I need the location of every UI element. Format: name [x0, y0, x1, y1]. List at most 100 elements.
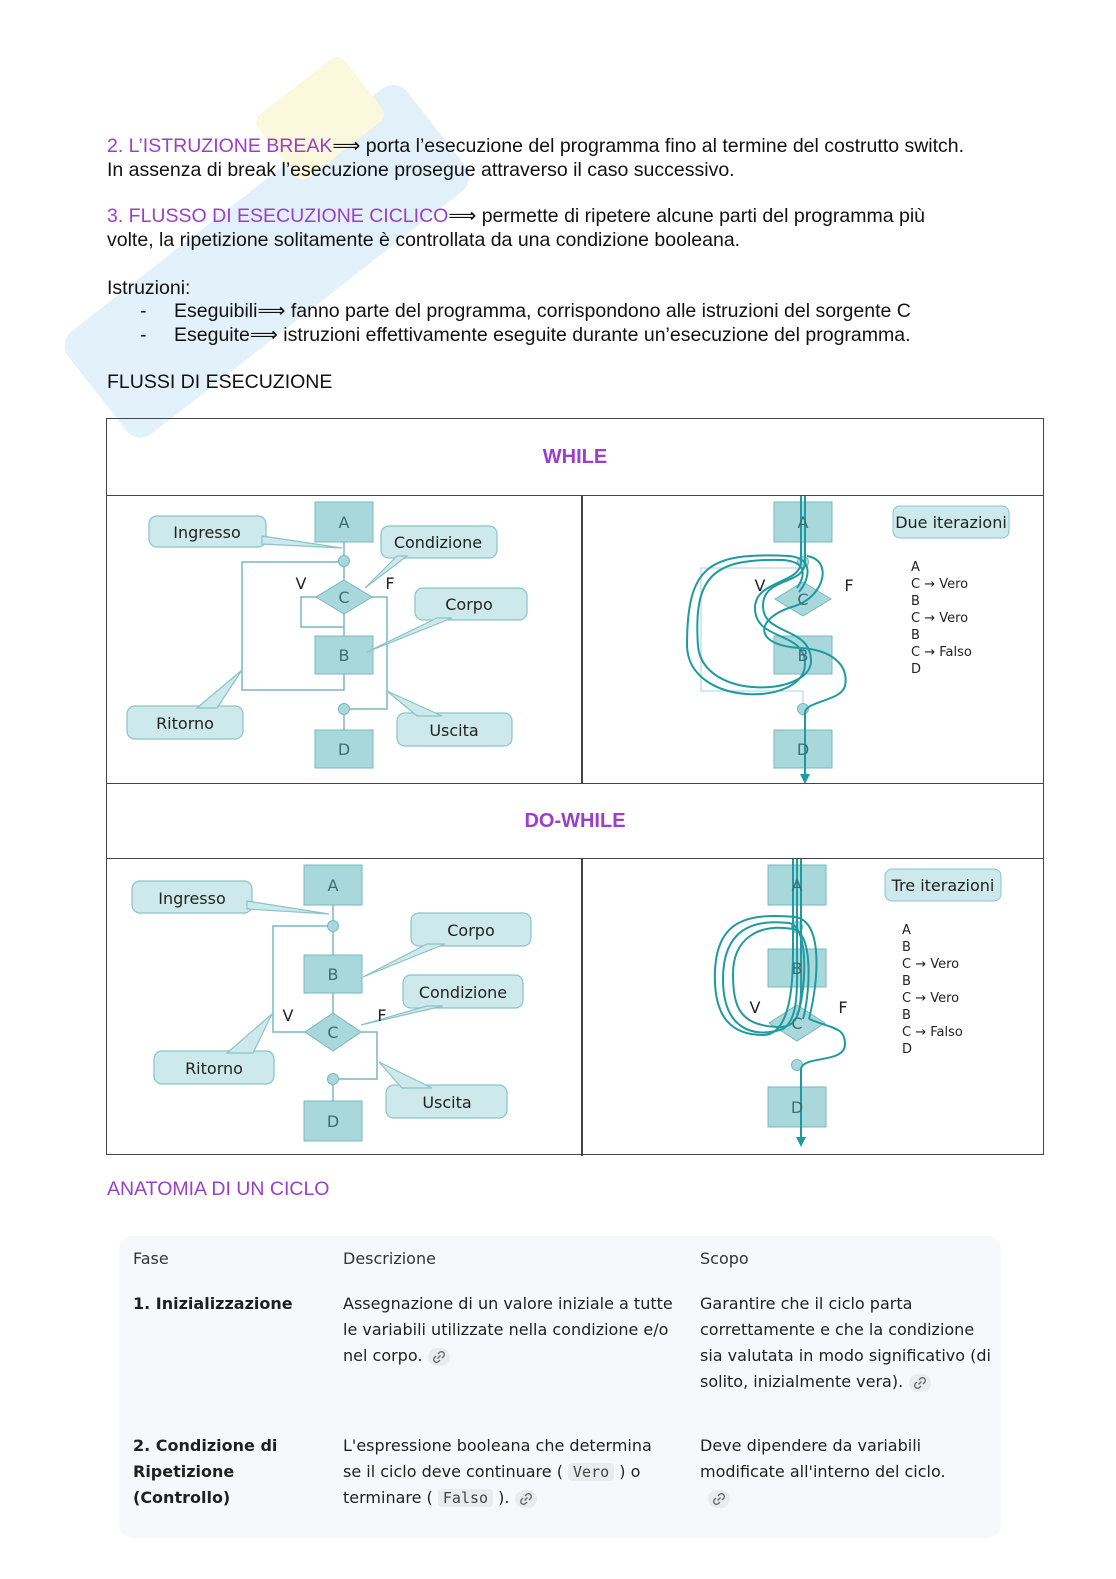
- node-b: B: [339, 646, 350, 665]
- label-v: V: [296, 574, 307, 593]
- label-uscita: Uscita: [429, 721, 478, 740]
- link-icon[interactable]: [428, 1347, 451, 1366]
- text-line: Garantire che il ciclo parta: [700, 1294, 913, 1313]
- trace-step: B: [902, 940, 911, 955]
- text-line: le variabili utilizzate nella condizione…: [343, 1320, 669, 1339]
- text-fragment: ).: [498, 1488, 510, 1507]
- while-trace-diagram: A C B D V F Due iterazioni A C → Vero B …: [583, 496, 1045, 783]
- label-ingresso: Ingresso: [158, 889, 226, 908]
- list-dash: -: [140, 300, 147, 322]
- label-ritorno: Ritorno: [185, 1059, 243, 1078]
- row1-fase: 1. Inizializzazione: [133, 1294, 293, 1313]
- dowhile-header: DO-WHILE: [524, 809, 626, 832]
- while-header: WHILE: [542, 445, 608, 468]
- node-c: C: [797, 590, 808, 609]
- text-fragment: se il ciclo deve continuare (: [343, 1462, 563, 1481]
- while-header-row: WHILE: [107, 419, 1043, 496]
- text-line: Deve dipendere da variabili: [700, 1436, 922, 1455]
- row1-descrizione: Assegnazione di un valore iniziale a tut…: [343, 1291, 673, 1369]
- label-v: V: [283, 1006, 294, 1025]
- trace-step: A: [911, 560, 920, 575]
- text-line: (Controllo): [133, 1488, 231, 1507]
- node-c: C: [327, 1023, 338, 1042]
- link-icon[interactable]: [909, 1373, 932, 1392]
- label-f: F: [385, 574, 394, 593]
- code-falso: Falso: [437, 1489, 494, 1507]
- text-line: solito, inizialmente vera).: [700, 1372, 904, 1391]
- node-d: D: [797, 740, 809, 759]
- label-f: F: [377, 1006, 386, 1025]
- text-fragment: terminare (: [343, 1488, 433, 1507]
- break-text: ⟹ porta l’esecuzione del programma fino …: [332, 135, 965, 157]
- iteration-badge: Tre iterazioni: [891, 876, 995, 895]
- dowhile-trace-diagram: A B C D V F Tre iterazioni A B C → Vero …: [583, 859, 1045, 1156]
- trace-step: C → Falso: [911, 645, 972, 660]
- text-line: Ripetizione: [133, 1462, 235, 1481]
- flow-table: WHILE DO-WHILE: [106, 418, 1045, 1156]
- node-a: A: [798, 513, 809, 532]
- node-b: B: [328, 965, 339, 984]
- trace-step: B: [911, 594, 920, 609]
- column-divider: [581, 496, 583, 783]
- anatomia-table: Fase Descrizione Scopo 1. Inizializzazio…: [119, 1236, 1001, 1538]
- column-divider: [581, 859, 583, 1156]
- node-b: B: [798, 646, 809, 665]
- dowhile-header-row: DO-WHILE: [107, 783, 1043, 859]
- header-descrizione: Descrizione: [343, 1249, 436, 1268]
- istruzioni-label: Istruzioni:: [107, 277, 191, 299]
- label-ingresso: Ingresso: [173, 523, 241, 542]
- trace-step: D: [902, 1042, 912, 1057]
- label-f: F: [844, 576, 853, 595]
- trace-step: C → Vero: [911, 577, 968, 592]
- node-c: C: [791, 1014, 802, 1033]
- node-a: A: [328, 876, 339, 895]
- text-line: 2. Condizione di: [133, 1436, 278, 1455]
- trace-step: B: [902, 974, 911, 989]
- flussi-heading: FLUSSI DI ESECUZIONE: [107, 371, 333, 393]
- break-paragraph: 2. L’ISTRUZIONE BREAK⟹ porta l’esecuzion…: [107, 134, 964, 182]
- trace-step: B: [902, 1008, 911, 1023]
- row2-descrizione: L'espressione booleana che determina se …: [343, 1433, 652, 1511]
- label-condizione: Condizione: [419, 983, 507, 1002]
- label-condizione: Condizione: [394, 533, 482, 552]
- link-icon[interactable]: [515, 1489, 538, 1508]
- node-c: C: [338, 588, 349, 607]
- label-v: V: [750, 998, 761, 1017]
- row2-scopo: Deve dipendere da variabili modificate a…: [700, 1433, 946, 1511]
- list-item-text: Eseguibili⟹ fanno parte del programma, c…: [174, 300, 911, 322]
- istruzioni-list: - Eseguibili⟹ fanno parte del programma,…: [140, 299, 911, 347]
- ciclico-text-2: volte, la ripetizione solitamente è cont…: [107, 229, 741, 251]
- text-line: sia valutata in modo significativo (di: [700, 1346, 991, 1365]
- row2-fase: 2. Condizione di Ripetizione (Controllo): [133, 1433, 277, 1511]
- label-uscita: Uscita: [422, 1093, 471, 1112]
- header-scopo: Scopo: [700, 1249, 749, 1268]
- trace-step: C → Vero: [911, 611, 968, 626]
- node-a: A: [339, 513, 350, 532]
- list-item-text: Eseguite⟹ istruzioni effettivamente eseg…: [174, 324, 911, 346]
- iteration-badge: Due iterazioni: [895, 513, 1007, 532]
- node-d: D: [791, 1098, 803, 1117]
- trace-step: A: [902, 923, 911, 938]
- trace-step: B: [911, 628, 920, 643]
- node-a: A: [792, 876, 803, 895]
- node-b: B: [792, 959, 803, 978]
- ciclico-paragraph: 3. FLUSSO DI ESECUZIONE CICLICO⟹ permett…: [107, 204, 925, 252]
- text-fragment: ) o: [619, 1462, 641, 1481]
- list-item: - Eseguibili⟹ fanno parte del programma,…: [140, 299, 911, 323]
- label-corpo: Corpo: [447, 921, 494, 940]
- text-line: nel corpo.: [343, 1346, 423, 1365]
- break-text-2: In assenza di break l’esecuzione prosegu…: [107, 159, 735, 181]
- text-line: L'espressione booleana che determina: [343, 1436, 652, 1455]
- anatomia-title: ANATOMIA DI UN CICLO: [107, 1178, 330, 1200]
- text-line: Assegnazione di un valore iniziale a tut…: [343, 1294, 673, 1313]
- link-icon[interactable]: [708, 1489, 730, 1508]
- list-dash: -: [140, 324, 147, 346]
- ciclico-text: ⟹ permette di ripetere alcune parti del …: [448, 205, 926, 227]
- trace-step: D: [911, 662, 921, 677]
- row1-scopo: Garantire che il ciclo parta correttamen…: [700, 1291, 991, 1395]
- list-item: - Eseguite⟹ istruzioni effettivamente es…: [140, 323, 911, 347]
- dowhile-flowchart: Ingresso Corpo Condizione Ritorno Uscita…: [107, 859, 581, 1156]
- ciclico-heading: 3. FLUSSO DI ESECUZIONE CICLICO: [107, 205, 449, 227]
- break-heading: 2. L’ISTRUZIONE BREAK: [107, 135, 333, 157]
- header-fase: Fase: [133, 1249, 169, 1268]
